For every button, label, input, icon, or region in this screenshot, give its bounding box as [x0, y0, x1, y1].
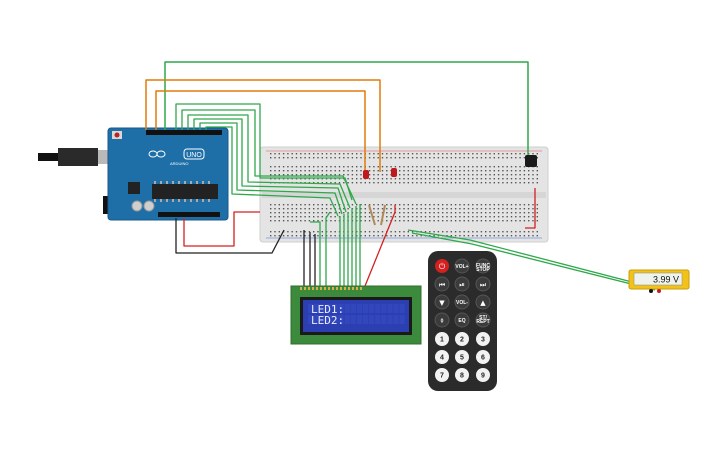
multimeter-reading: 3.99 V [653, 275, 679, 285]
arduino-logo: UNO ARDUINO [148, 148, 205, 166]
up-button[interactable] [475, 294, 491, 310]
multimeter[interactable]: 3.99 V [628, 269, 690, 293]
number-label-7: 7 [440, 373, 444, 380]
number-button-4[interactable] [435, 350, 449, 364]
ir-remote[interactable]: ⏻ VOL+ FUNC STOP ⏮ ⏯ ⏭ ▼ VOL- ▲ 0 EQ ST/… [428, 251, 497, 391]
number-label-8: 8 [460, 373, 464, 380]
number-label-3: 3 [481, 337, 485, 344]
atmega-chip [152, 184, 218, 199]
func-stop-button[interactable] [475, 258, 491, 274]
vol-up-button[interactable] [454, 258, 470, 274]
svg-text:STOP: STOP [476, 267, 490, 273]
down-arrow-icon: ▼ [439, 299, 445, 307]
svg-text:EQ: EQ [458, 318, 465, 324]
power-button[interactable] [435, 259, 449, 273]
arduino-uno-board[interactable]: UNO ARDUINO [38, 127, 229, 221]
reset-button [114, 132, 120, 138]
number-button-2[interactable] [455, 332, 469, 346]
resistor-1[interactable] [368, 204, 376, 226]
number-button-7[interactable] [435, 368, 449, 382]
svg-text:UNO: UNO [186, 152, 202, 159]
number-button-9[interactable] [476, 368, 490, 382]
next-button[interactable] [475, 276, 491, 292]
zero-button[interactable] [434, 312, 450, 328]
number-label-1: 1 [440, 337, 444, 344]
svg-text:VOL+: VOL+ [455, 264, 468, 270]
usb-cable [38, 153, 60, 161]
vol-down-button[interactable] [454, 294, 470, 310]
eq-button[interactable] [454, 312, 470, 328]
power-icon: ⏻ [439, 262, 446, 271]
rewind-icon: ⏮ [439, 281, 445, 289]
st-rept-button[interactable] [475, 312, 491, 328]
number-button-8[interactable] [455, 368, 469, 382]
svg-text:ARDUINO: ARDUINO [170, 161, 188, 166]
lcd-line-2: LED2: [311, 314, 344, 327]
number-label-4: 4 [440, 355, 444, 362]
prev-button[interactable] [434, 276, 450, 292]
svg-text:ST/: ST/ [479, 315, 487, 321]
led-2[interactable] [391, 168, 397, 177]
svg-text:VOL-: VOL- [456, 300, 468, 306]
play-pause-icon: ⏯ [459, 281, 465, 289]
svg-text:0: 0 [441, 319, 444, 325]
play-pause-button[interactable] [454, 276, 470, 292]
svg-text:FUNC: FUNC [476, 263, 490, 269]
number-label-9: 9 [481, 373, 485, 380]
number-button-5[interactable] [455, 350, 469, 364]
ir-receiver[interactable] [525, 155, 537, 167]
led-1[interactable] [363, 170, 369, 179]
resistor-2[interactable] [380, 204, 386, 226]
number-label-6: 6 [481, 355, 485, 362]
number-button-6[interactable] [476, 350, 490, 364]
lcd-line-1: LED1: [311, 303, 344, 316]
svg-text:REPT: REPT [476, 319, 489, 325]
up-arrow-icon: ▲ [480, 299, 486, 307]
number-label-2: 2 [460, 337, 464, 344]
lcd-16x2[interactable]: LED1: LED2: [290, 285, 422, 345]
number-button-1[interactable] [435, 332, 449, 346]
number-label-5: 5 [460, 355, 464, 362]
breadboard[interactable] [259, 146, 549, 243]
number-button-3[interactable] [476, 332, 490, 346]
forward-icon: ⏭ [480, 281, 487, 289]
wires [145, 61, 656, 291]
usb-plug [58, 148, 98, 166]
down-button[interactable] [434, 294, 450, 310]
